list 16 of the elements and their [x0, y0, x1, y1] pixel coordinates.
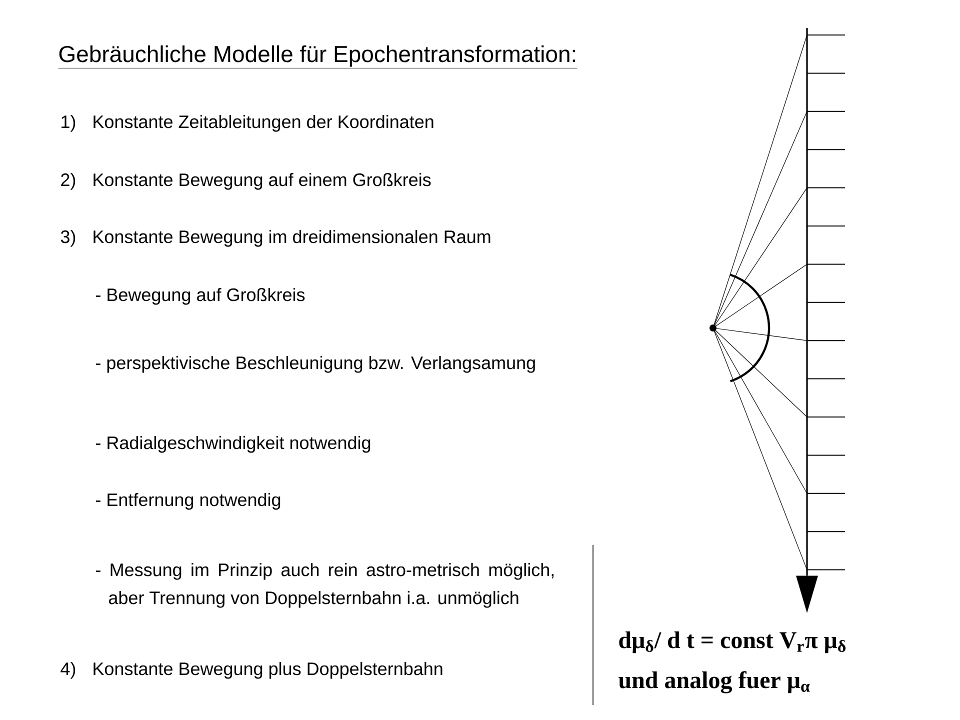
- list-item: Konstante Bewegung im dreidimensionalen Raum: [94, 230, 490, 247]
- list-item: Konstante Bewegung plus Doppelsternbahn: [94, 662, 442, 679]
- item-number: 2): [61, 172, 76, 190]
- formula-text: und analog fuer μ$_{α}$: [618, 671, 810, 694]
- list-item: - Entfernung notwendig: [96, 492, 280, 510]
- list-item: Konstante Bewegung auf einem Großkreis: [94, 172, 431, 190]
- item-number: 4): [60, 662, 76, 679]
- list-item: - perspektivische Beschleunigung bzw. Verlangsamung: [96, 356, 535, 373]
- item-number: 1): [62, 114, 76, 132]
- list-item: - Messung im Prinzip auch rein astro-metrisch möglich, aber Trennung von Doppelsternbahn i.a. unmöglich: [96, 563, 554, 608]
- list-item: Konstante Zeitableitungen der Koordinaten: [94, 114, 434, 132]
- item-number: 3): [60, 230, 76, 247]
- title: Gebräuchliche Modelle für Epochentransformation:: [58, 45, 578, 68]
- list-item: - Radialgeschwindigkeit notwendig: [96, 436, 370, 453]
- list-item: - Bewegung auf Großkreis: [96, 288, 305, 305]
- formula-text: dμ$_{δ}$/ d t = const V$_{r}$π μ$_{δ}$: [619, 631, 846, 654]
